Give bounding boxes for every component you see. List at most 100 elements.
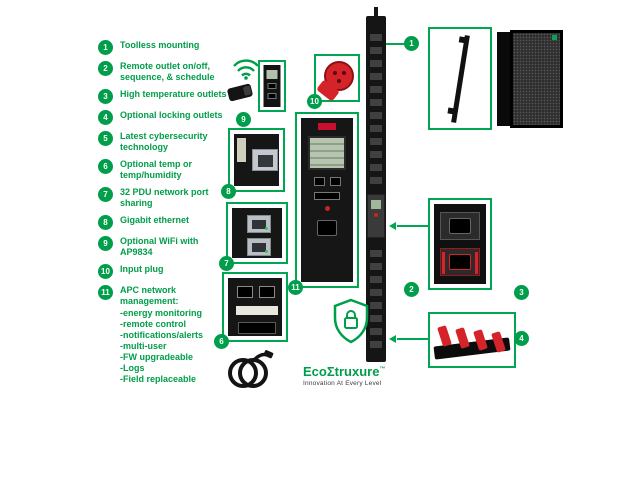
feature-item-3: 3 High temperature outlets	[98, 89, 244, 104]
callout-arrowhead-icon	[389, 335, 396, 343]
feature-label-10: Input plug	[120, 264, 164, 274]
network-ports-photo	[232, 208, 282, 258]
rack-front-door	[513, 33, 560, 125]
feature-label-6: Optional temp or temp/humidity	[120, 159, 192, 180]
controller-port	[313, 177, 325, 186]
rj45-port-opening	[258, 155, 273, 167]
callout-badge-7: 7	[219, 256, 234, 271]
feature-badge-5: 5	[98, 131, 113, 146]
pdu-display-module	[367, 194, 385, 238]
sensor-label-sticker	[236, 306, 278, 315]
mini-controller-port	[267, 83, 277, 89]
feature-item-5: 5 Latest cybersecurity technology	[98, 131, 244, 153]
pdu-outlet-column-bottom	[370, 244, 382, 354]
callout-badge-10: 10	[307, 94, 322, 109]
detail-box-wifi	[258, 60, 286, 112]
network-port-2-opening	[252, 243, 266, 252]
callout-arrowhead-icon	[389, 222, 396, 230]
mounting-bracket-bottom	[447, 107, 458, 115]
callout-badge-1: 1	[404, 36, 419, 51]
pdu-power-cord	[374, 7, 378, 17]
feature-badge-2: 2	[98, 61, 113, 76]
sensor-port-1	[237, 286, 253, 298]
ecostruxure-wordmark: EcoΣtruxure™	[303, 364, 413, 379]
apc-logo-badge	[318, 123, 336, 130]
controller-face-photo	[301, 118, 353, 282]
feature-label-11-heading: APC network management:	[120, 285, 179, 306]
controller-outlet	[317, 220, 337, 236]
brand-glyph: Σ	[326, 364, 335, 379]
rack-pdu-strip	[366, 7, 386, 362]
feature-label-11: APC network management: -energy monitori…	[120, 285, 230, 385]
feature-item-9: 9 Optional WiFi with AP9834	[98, 236, 244, 258]
wifi-signal-icon	[233, 59, 259, 80]
detail-box-controller	[295, 112, 359, 288]
sensor-slot	[238, 322, 276, 334]
brand-pre: Eco	[303, 364, 327, 379]
mounting-bracket-top	[458, 36, 469, 44]
ecostruxure-logo: EcoΣtruxure™ Innovation At Every Level	[303, 364, 413, 387]
callout-badge-3: 3	[514, 285, 529, 300]
network-port-2-led	[265, 250, 268, 253]
feature-item-2: 2 Remote outlet on/off, sequence, & sche…	[98, 61, 244, 83]
callout-badge-9: 9	[236, 112, 251, 127]
wifi-dongle-cap	[242, 85, 252, 96]
outlet-closeup-photo	[434, 204, 486, 284]
feature-item-1: 1 Toolless mounting	[98, 40, 244, 55]
feature-label-3: High temperature outlets	[120, 89, 227, 99]
feature-label-4: Optional locking outlets	[120, 110, 223, 120]
callout-badge-11: 11	[288, 280, 303, 295]
plug-pin	[342, 71, 346, 75]
feature-label-9: Optional WiFi with AP9834	[120, 236, 199, 257]
feature-subitem-fw: -FW upgradeable	[120, 352, 194, 362]
logo-tagline: Innovation At Every Level	[303, 380, 382, 387]
feature-list: 1 Toolless mounting 2 Remote outlet on/o…	[98, 40, 244, 385]
feature-badge-9: 9	[98, 236, 113, 251]
feature-label-8: Gigabit ethernet	[120, 215, 190, 225]
ethernet-port-photo	[234, 134, 279, 186]
detail-box-ethernet	[228, 128, 285, 192]
pdu-display-screen	[371, 200, 381, 209]
sensor-port-2	[259, 286, 275, 298]
network-port-1-opening	[252, 220, 266, 229]
outlet-socket-opening	[449, 218, 471, 234]
callout-line	[397, 338, 428, 340]
feature-item-4: 4 Optional locking outlets	[98, 110, 244, 125]
mounting-pole-photo	[447, 35, 470, 123]
feature-subitem-notifications: -notifications/alerts	[120, 330, 204, 340]
detail-box-mounting-pole	[428, 27, 492, 130]
pdu-outlet-column-top	[370, 28, 382, 188]
network-port-1-led	[265, 227, 268, 230]
rack-logo-badge	[552, 35, 557, 40]
detail-box-network-ports	[226, 202, 288, 264]
plug-pin	[333, 71, 337, 75]
feature-subitem-energy: -energy monitoring	[120, 308, 203, 318]
mini-controller-port	[267, 93, 277, 99]
outlet-socket	[440, 212, 480, 240]
feature-item-10: 10 Input plug	[98, 264, 244, 279]
callout-badge-6: 6	[214, 334, 229, 349]
detail-box-locking-outlets	[428, 312, 516, 368]
feature-label-2: Remote outlet on/off, sequence, & schedu…	[120, 61, 215, 82]
feature-badge-10: 10	[98, 264, 113, 279]
network-port-2	[247, 238, 271, 256]
rack-side-panel	[497, 32, 511, 126]
shield-lock-icon	[333, 298, 369, 344]
outlet-latch-right	[475, 252, 478, 274]
feature-badge-7: 7	[98, 187, 113, 202]
plug-pin	[337, 79, 341, 83]
mini-controller-photo	[263, 65, 281, 107]
feature-label-1: Toolless mounting	[120, 40, 200, 50]
locking-outlet-socket	[440, 248, 480, 276]
port-label-sticker	[237, 138, 246, 162]
feature-sublist: -energy monitoring -remote control -noti…	[120, 308, 230, 385]
feature-item-6: 6 Optional temp or temp/humidity	[98, 159, 244, 181]
detail-box-input-plug	[314, 54, 360, 102]
detail-box-outlet-closeup	[428, 198, 492, 290]
callout-line	[397, 225, 428, 227]
feature-badge-8: 8	[98, 215, 113, 230]
feature-subitem-logs: -Logs	[120, 363, 145, 373]
feature-label-7: 32 PDU network port sharing	[120, 187, 209, 208]
feature-subitem-multiuser: -multi-user	[120, 341, 167, 351]
